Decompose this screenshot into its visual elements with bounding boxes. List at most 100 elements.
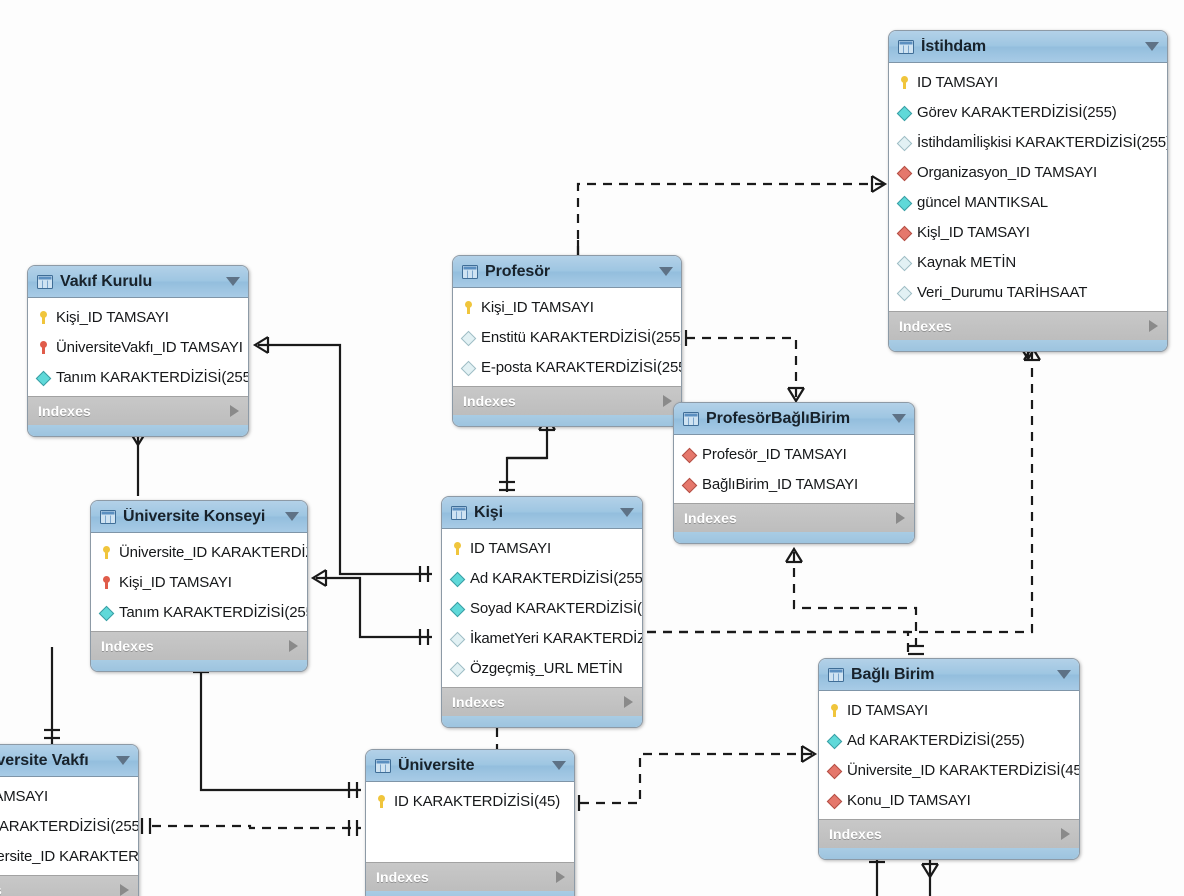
caret-right-icon[interactable]	[230, 405, 239, 417]
table-field-row[interactable]: Görev KARAKTERDİZİSİ(255)	[889, 97, 1167, 127]
table-field-row[interactable]: Enstitü KARAKTERDİZİSİ(255)	[453, 322, 681, 352]
table-field-label: Kişl_ID TAMSAYI	[917, 223, 1030, 241]
caret-down-icon[interactable]	[659, 267, 673, 276]
nullable-column-icon	[897, 285, 912, 300]
table-field-row[interactable]: Ad KARAKTERDİZİSİ(255)	[819, 725, 1079, 755]
table-header-profesor_bagli_birim[interactable]: ProfesörBağlıBirim	[674, 403, 914, 435]
table-field-row[interactable]: İstihdamİlişkisi KARAKTERDİZİSİ(255)	[889, 127, 1167, 157]
caret-right-icon[interactable]	[556, 871, 565, 883]
table-header-vakif_kurulu[interactable]: Vakıf Kurulu	[28, 266, 248, 298]
caret-right-icon[interactable]	[1149, 320, 1158, 332]
table-field-row[interactable]: Ad KARAKTERDİZİSİ(255)	[0, 811, 138, 841]
table-field-row[interactable]: ID TAMSAYI	[819, 695, 1079, 725]
table-indexes-footer-universite[interactable]: Indexes	[366, 862, 574, 891]
table-field-row[interactable]: Ad KARAKTERDİZİSİ(255)	[442, 563, 642, 593]
table-header-bagli_birim[interactable]: Bağlı Birim	[819, 659, 1079, 691]
table-node-kisi[interactable]: Kişi ID TAMSAYI Ad KARAKTERDİZİSİ(255)Soya…	[441, 496, 643, 728]
caret-right-icon[interactable]	[120, 884, 129, 896]
table-indexes-footer-bagli_birim[interactable]: Indexes	[819, 819, 1079, 848]
table-field-label: Enstitü KARAKTERDİZİSİ(255)	[481, 328, 681, 346]
table-field-row[interactable]: İkametYeri KARAKTERDİZİSİ(255)	[442, 623, 642, 653]
relationship-line-profesor-pbb[interactable]	[686, 336, 798, 398]
table-field-row[interactable]: Profesör_ID TAMSAYI	[674, 439, 914, 469]
table-window-icon	[898, 39, 914, 54]
relationship-line-pbb-bagli-birim[interactable]	[792, 552, 918, 654]
caret-down-icon[interactable]	[1057, 670, 1071, 679]
nullable-column-icon	[461, 360, 476, 375]
table-field-row[interactable]: Konu_ID TAMSAYI	[819, 785, 1079, 815]
table-header-istihdam[interactable]: İstihdam	[889, 31, 1167, 63]
table-field-row[interactable]: Kaynak METİN	[889, 247, 1167, 277]
relationship-line-profesor-istihdam[interactable]	[576, 182, 884, 255]
relationship-line-konseyi-universite[interactable]	[199, 660, 361, 792]
table-title-vakif_kurulu: Vakıf Kurulu	[60, 272, 153, 290]
relationship-line-profesor-kisi[interactable]	[499, 414, 556, 492]
table-header-universite_vakfi[interactable]: Üniversite Vakfı	[0, 745, 138, 777]
caret-down-icon[interactable]	[116, 756, 130, 765]
table-indexes-footer-profesor_bagli_birim[interactable]: Indexes	[674, 503, 914, 532]
table-window-icon	[451, 505, 467, 520]
table-field-label: ID TAMSAYI	[470, 539, 552, 557]
caret-down-icon[interactable]	[552, 761, 566, 770]
table-indexes-footer-kisi[interactable]: Indexes	[442, 687, 642, 716]
caret-right-icon[interactable]	[289, 640, 298, 652]
caret-down-icon[interactable]	[226, 277, 240, 286]
table-field-row[interactable]: Üniversite_ID KARAKTERDİZİSİ(45)	[91, 537, 307, 567]
table-field-row[interactable]: E-posta KARAKTERDİZİSİ(255)	[453, 352, 681, 382]
relationship-line-universite-vakfi-universite[interactable]	[152, 824, 361, 830]
table-field-row[interactable]: BağlıBirim_ID TAMSAYI	[674, 469, 914, 499]
table-field-row[interactable]: Üniversite_ID KARAKTERDİZİSİ(45)	[819, 755, 1079, 785]
indexes-label: Indexes	[452, 694, 505, 710]
table-field-row[interactable]: Kişi_ID TAMSAYI	[28, 302, 248, 332]
table-indexes-footer-istihdam[interactable]: Indexes	[889, 311, 1167, 340]
primary-key-icon	[36, 310, 51, 325]
table-field-row[interactable]: Tanım KARAKTERDİZİSİ(255)	[91, 597, 307, 627]
caret-right-icon[interactable]	[663, 395, 672, 407]
table-indexes-footer-profesor[interactable]: Indexes	[453, 386, 681, 415]
caret-down-icon[interactable]	[892, 414, 906, 423]
table-field-row[interactable]: Kişi_ID TAMSAYI	[91, 567, 307, 597]
table-indexes-footer-universite_vakfi[interactable]: Indexes	[0, 875, 138, 896]
table-field-row[interactable]: Tanım KARAKTERDİZİSİ(255)	[28, 362, 248, 392]
caret-down-icon[interactable]	[620, 508, 634, 517]
not-null-column-icon	[897, 105, 912, 120]
indexes-label: Indexes	[463, 393, 516, 409]
caret-right-icon[interactable]	[896, 512, 905, 524]
table-field-row[interactable]: Soyad KARAKTERDİZİSİ(255)	[442, 593, 642, 623]
table-field-row[interactable]: ID TAMSAYI	[442, 533, 642, 563]
caret-down-icon[interactable]	[285, 512, 299, 521]
relationship-line-universite-konseyi-kisi[interactable]	[310, 569, 432, 645]
table-header-universite[interactable]: Üniversite	[366, 750, 574, 782]
table-field-row[interactable]: Üniversite_ID KARAKTERDİZİSİ(45)	[0, 841, 138, 871]
table-field-row[interactable]: güncel MANTIKSAL	[889, 187, 1167, 217]
table-field-row[interactable]: ID TAMSAYI	[889, 67, 1167, 97]
table-field-row[interactable]: Kişi_ID TAMSAYI	[453, 292, 681, 322]
table-field-row[interactable]: Veri_Durumu TARİHSAAT	[889, 277, 1167, 307]
table-indexes-footer-universite_konseyi[interactable]: Indexes	[91, 631, 307, 660]
caret-right-icon[interactable]	[624, 696, 633, 708]
relationship-line-universite-bagli-birim[interactable]	[580, 752, 814, 805]
table-node-universite[interactable]: Üniversite ID KARAKTERDİZİSİ(45) Indexes	[365, 749, 575, 896]
table-field-row[interactable]: ID TAMSAYI	[0, 781, 138, 811]
table-header-profesor[interactable]: Profesör	[453, 256, 681, 288]
table-field-row[interactable]: Özgeçmiş_URL METİN	[442, 653, 642, 683]
relationship-line-kisi-bagli-birim[interactable]	[647, 630, 910, 654]
table-field-row[interactable]: ÜniversiteVakfı_ID TAMSAYI	[28, 332, 248, 362]
caret-down-icon[interactable]	[1145, 42, 1159, 51]
caret-right-icon[interactable]	[1061, 828, 1070, 840]
table-header-kisi[interactable]: Kişi	[442, 497, 642, 529]
table-field-row[interactable]: Kişl_ID TAMSAYI	[889, 217, 1167, 247]
table-header-universite_konseyi[interactable]: Üniversite Konseyi	[91, 501, 307, 533]
table-field-row[interactable]: Organizasyon_ID TAMSAYI	[889, 157, 1167, 187]
table-field-row[interactable]: ID KARAKTERDİZİSİ(45)	[366, 786, 574, 816]
table-bottom-strip	[91, 660, 307, 671]
table-indexes-footer-vakif_kurulu[interactable]: Indexes	[28, 396, 248, 425]
